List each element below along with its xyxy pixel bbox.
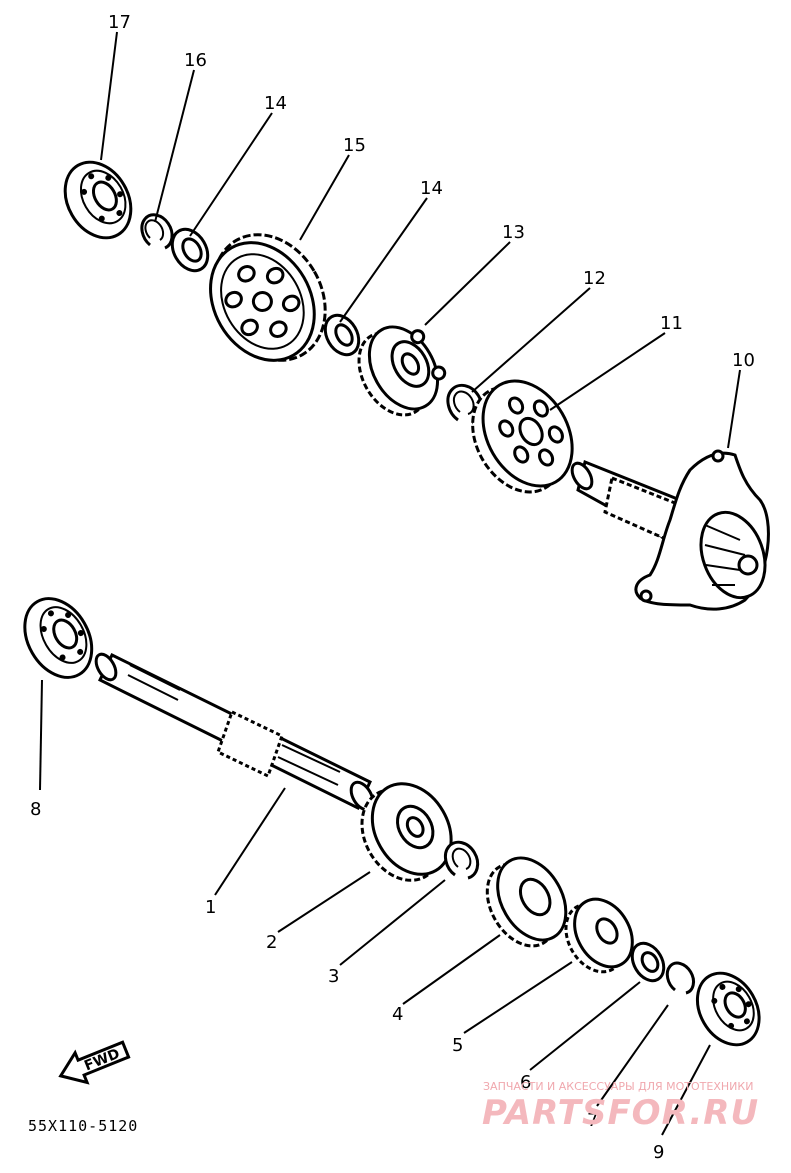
part-7-circlip [665, 961, 695, 995]
part-11-gear [471, 379, 574, 494]
callout-15: 15 [343, 135, 366, 156]
watermark-tagline: ЗАПЧАСТИ И АКСЕССУАРЫ ДЛЯ МОТОТЕХНИКИ [483, 1080, 753, 1093]
callout-14-upper: 14 [264, 93, 287, 114]
callout-17: 17 [108, 12, 131, 33]
part-14-washer-lower [323, 313, 361, 357]
part-6-washer [630, 941, 666, 983]
callout-4: 4 [392, 1004, 403, 1025]
part-5-gear [564, 897, 634, 974]
leader-lines [39, 31, 741, 1136]
callout-3: 3 [328, 966, 339, 987]
fwd-arrow-icon: FWD [58, 1040, 131, 1085]
callout-8: 8 [30, 799, 41, 820]
part-9-bearing [695, 971, 761, 1047]
part-13-dog-gear [357, 325, 447, 417]
part-15-large-gear [209, 233, 327, 362]
part-2-gear [360, 782, 453, 882]
callout-2: 2 [266, 932, 277, 953]
watermark-brand: PARTSFOR.RU [482, 1093, 759, 1133]
part-17-bearing [63, 160, 133, 240]
watermark: ЗАПЧАСТИ И АКСЕССУАРЫ ДЛЯ МОТОТЕХНИКИ PA… [482, 1080, 759, 1133]
callout-6: 6 [520, 1072, 531, 1093]
part-1-main-shaft [94, 652, 375, 812]
part-3-circlip [443, 840, 480, 880]
callout-14-lower: 14 [420, 178, 443, 199]
callout-5: 5 [452, 1035, 463, 1056]
callout-11: 11 [660, 313, 683, 334]
callout-12: 12 [583, 268, 606, 289]
part-16-circlip [140, 213, 174, 250]
callout-7: 7 [587, 1110, 598, 1131]
callout-10: 10 [732, 350, 755, 371]
callout-1: 1 [205, 897, 216, 918]
part-8-bearing [23, 597, 94, 679]
part-4-gear [485, 856, 568, 948]
part-14-washer-upper [170, 227, 210, 273]
callout-16: 16 [184, 50, 207, 71]
callout-9: 9 [653, 1142, 664, 1163]
callout-labels: 17 16 14 15 14 13 12 11 10 8 1 2 3 4 5 6… [30, 12, 755, 1163]
diagram-code: 55X110-5120 [28, 1117, 138, 1135]
part-10-drive-shaft [570, 449, 770, 611]
callout-13: 13 [502, 222, 525, 243]
